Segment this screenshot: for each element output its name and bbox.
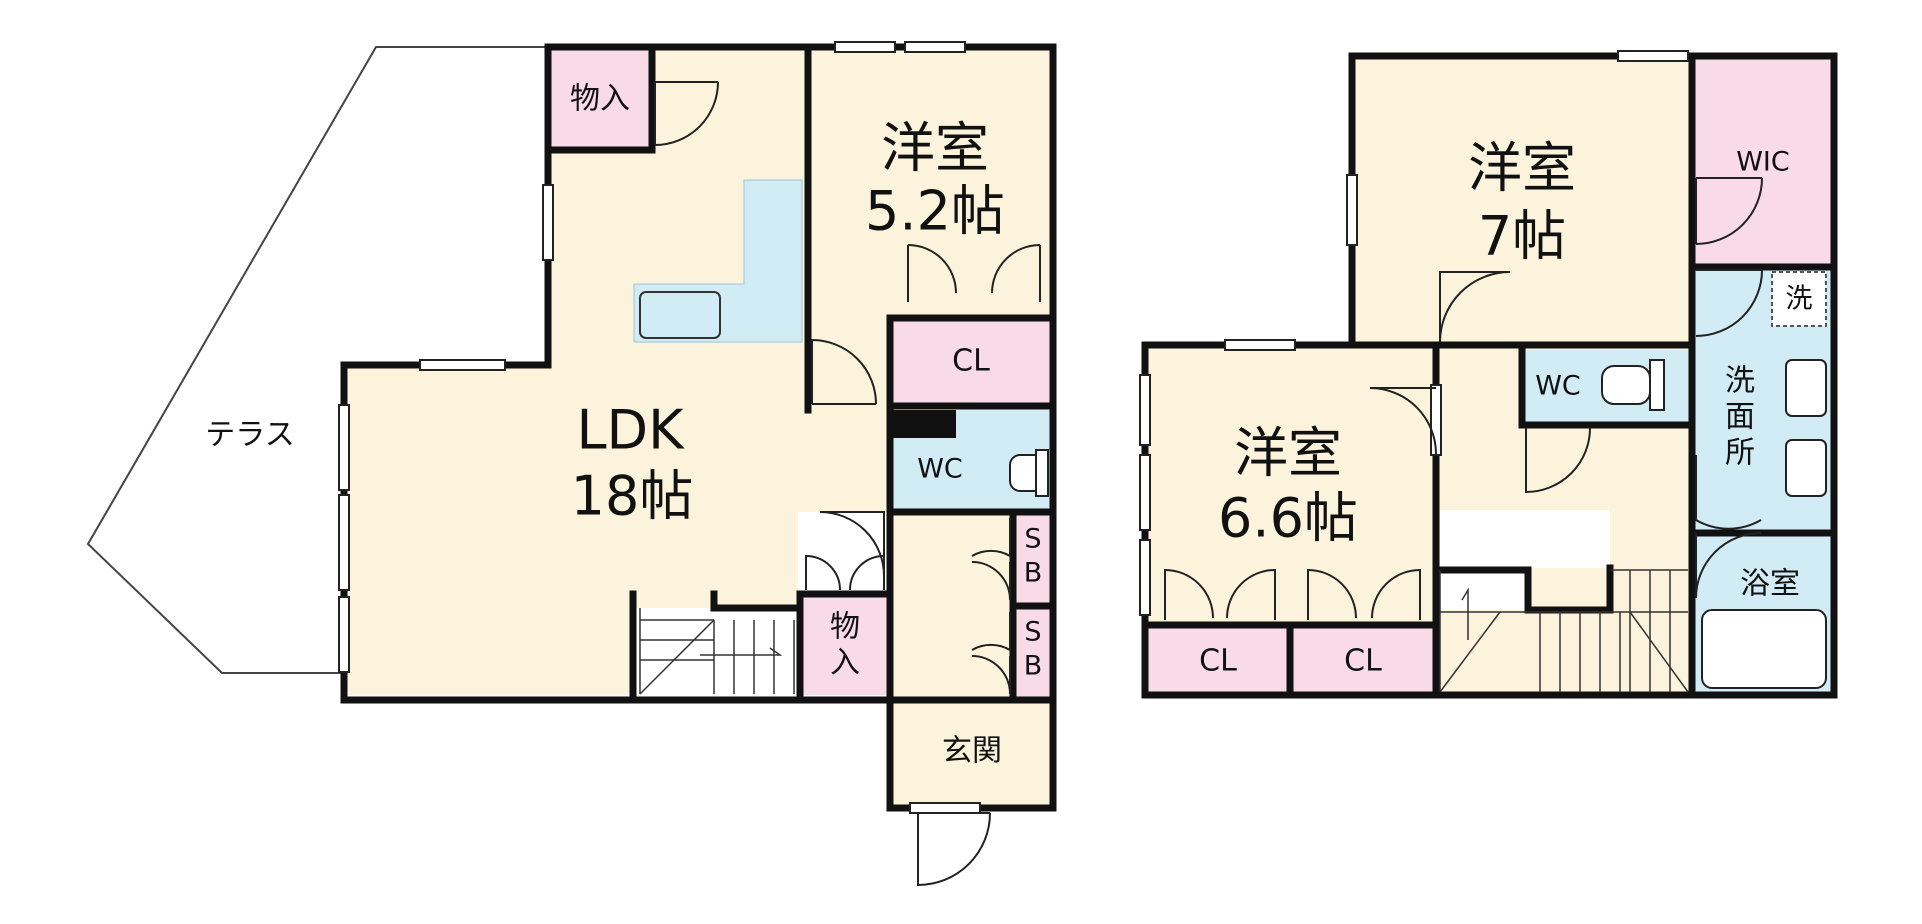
sb1-line2-label: B: [1024, 558, 1043, 589]
storage-mid-line2-label: 入: [830, 646, 860, 681]
terrace-outline: [86, 46, 548, 674]
floor-2-labels: 洋室 7帖 WIC 洗 WC 洗 面 所 浴室 洋室 6.6帖 CL CL: [1199, 137, 1812, 679]
closet-left-label: CL: [1199, 644, 1237, 679]
basin1-icon: [1785, 359, 1827, 417]
floor-1-fixtures: [1009, 449, 1049, 497]
entrance-floor: [890, 700, 1053, 808]
closet-label: CL: [952, 344, 990, 379]
wc-label: WC: [917, 454, 963, 485]
floor-1-doors: [654, 81, 1041, 887]
washer-label: 洗: [1786, 284, 1813, 315]
void-area: [1440, 510, 1610, 610]
washer-icon: [1771, 271, 1827, 327]
toilet2-tank-icon: [1649, 359, 1665, 411]
washroom-line2-label: 面: [1725, 400, 1755, 435]
bathtub-icon: [1701, 609, 1827, 689]
floor-1-stairs: [639, 608, 795, 695]
closet-floor: [890, 318, 1053, 406]
floor-2-fixtures: [1601, 271, 1827, 689]
storage-top-label: 物入: [570, 82, 630, 117]
entrance-label: 玄関: [942, 734, 1002, 769]
western-room-name-label: 洋室: [881, 117, 989, 180]
washroom-line1-label: 洗: [1725, 364, 1755, 399]
sb1-line1-label: S: [1024, 524, 1041, 555]
room7-name-label: 洋室: [1468, 137, 1576, 200]
storage-top-floor: [548, 47, 652, 147]
terrace-label: テラス: [205, 418, 294, 453]
hall-floor: [890, 512, 1013, 700]
room7-floor: [1352, 56, 1692, 345]
floor-2-windows: [1139, 50, 1689, 616]
toilet-tank-icon: [1035, 449, 1049, 497]
closet-left-floor: [1145, 625, 1290, 695]
western-room-size-label: 5.2帖: [865, 180, 1005, 243]
floor-2-doors: [1164, 177, 1764, 620]
room7-size-label: 7帖: [1478, 205, 1566, 268]
ldk-size-label: 18帖: [571, 465, 694, 528]
floor-1-windows: [338, 41, 981, 814]
wc2-label: WC: [1535, 371, 1581, 402]
storage-mid-floor: [800, 594, 890, 695]
toilet2-icon: [1601, 365, 1651, 405]
sb2-line2-label: B: [1024, 651, 1043, 682]
floor-2: 洋室 7帖 WIC 洗 WC 洗 面 所 浴室 洋室 6.6帖 CL CL: [1139, 50, 1838, 699]
closet-right-floor: [1290, 625, 1436, 695]
sb2-line1-label: S: [1024, 617, 1041, 648]
sb1-floor: [1013, 512, 1053, 606]
floor-1-labels: テラス LDK 18帖 物入 洋室 5.2帖 CL WC S B S B 物 入…: [205, 82, 1042, 769]
wc-pillar: [890, 410, 956, 438]
basin2-icon: [1785, 439, 1827, 497]
storage-mid-line1-label: 物: [830, 610, 860, 645]
floor-1: テラス LDK 18帖 物入 洋室 5.2帖 CL WC S B S B 物 入…: [86, 41, 1057, 887]
room66-name-label: 洋室: [1234, 422, 1342, 485]
wic-floor: [1692, 56, 1834, 267]
floor-2-fills: [1145, 56, 1834, 695]
ldk-name-label: LDK: [576, 399, 685, 462]
kitchen-sink: [639, 291, 721, 339]
washroom-line3-label: 所: [1725, 436, 1755, 471]
room66-size-label: 6.6帖: [1218, 487, 1358, 550]
bath-label: 浴室: [1740, 567, 1800, 602]
wic-label: WIC: [1736, 147, 1790, 178]
floor-2-stairs: [1439, 569, 1689, 693]
closet-right-label: CL: [1344, 644, 1382, 679]
sb2-floor: [1013, 606, 1053, 700]
